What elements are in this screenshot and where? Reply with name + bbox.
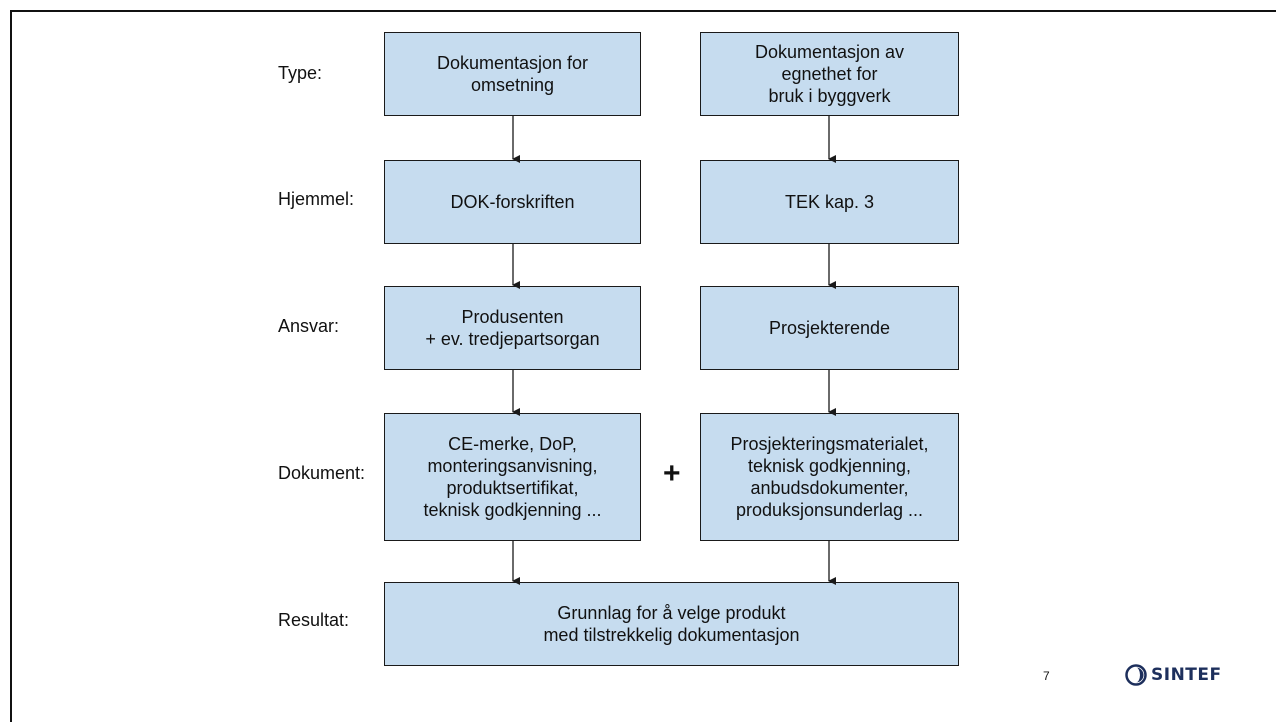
page-number: 7 [1043,669,1050,683]
row-label-dokument: Dokument: [278,463,366,483]
row-label-ansvar: Ansvar: [278,316,340,336]
row-label-resultat: Resultat: [278,610,350,630]
box-ansvar-produsenten: Produsenten + ev. tredjepartsorgan [384,286,641,370]
box-resultat: Grunnlag for å velge produkt med tilstre… [384,582,959,666]
slide-border-top [12,10,1276,12]
box-type-omsetning: Dokumentasjon for omsetning [384,32,641,116]
box-hjemmel-tek: TEK kap. 3 [700,160,959,244]
sintef-logo: SINTEF [1125,664,1222,686]
row-label-hjemmel: Hjemmel: [278,189,355,209]
row-label-type: Type: [278,63,323,83]
sintef-logo-icon [1125,664,1147,686]
box-ansvar-prosjekterende: Prosjekterende [700,286,959,370]
box-type-egnethet: Dokumentasjon av egnethet for bruk i byg… [700,32,959,116]
sintef-logo-text: SINTEF [1151,665,1222,685]
box-dokument-prosjektering: Prosjekteringsmaterialet, teknisk godkje… [700,413,959,541]
box-hjemmel-dok-forskriften: DOK-forskriften [384,160,641,244]
slide-border-left [10,10,12,722]
box-dokument-ce-merke: CE-merke, DoP, monteringsanvisning, prod… [384,413,641,541]
plus-sign: + [663,457,681,490]
